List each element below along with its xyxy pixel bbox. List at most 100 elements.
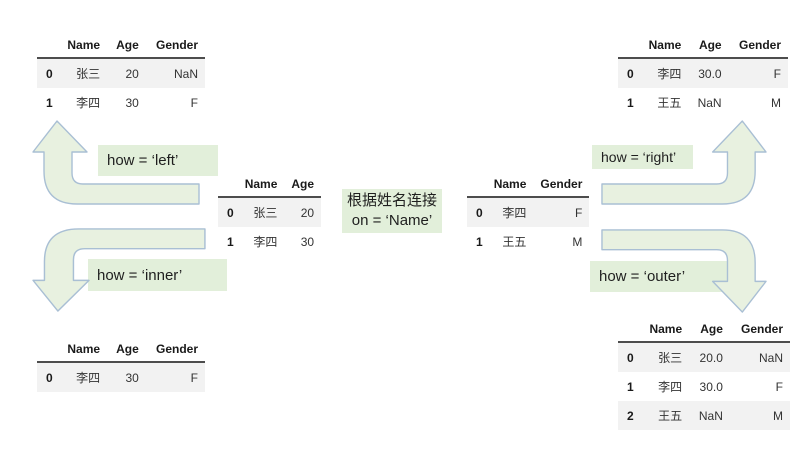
cell: M (572, 234, 583, 249)
index-corner (618, 33, 639, 59)
cell: 20 (300, 205, 315, 220)
index-corner (37, 33, 58, 59)
cell: 30 (125, 95, 139, 110)
cell: NaN (698, 408, 723, 423)
cell: 李四 (253, 235, 278, 249)
row-index: 0 (46, 370, 53, 385)
table-row: 0 张三 20 NaN (37, 58, 205, 88)
arrow-up-left-icon (32, 120, 200, 205)
table-row: 0 张三 20.0 NaN (618, 342, 790, 372)
cell: 张三 (658, 351, 683, 365)
cell: 李四 (76, 96, 101, 110)
cell: NaN (697, 95, 722, 110)
row-index: 0 (627, 350, 634, 365)
column-header: Gender (728, 33, 788, 59)
row-index: 1 (46, 95, 53, 110)
column-header: Name (57, 33, 108, 59)
row-index: 0 (476, 205, 483, 220)
cell: M (771, 95, 781, 110)
cell: 张三 (76, 67, 101, 81)
cell: 20 (125, 66, 139, 81)
column-header: Age (284, 172, 322, 198)
cell: NaN (173, 66, 198, 81)
column-header: Gender (145, 337, 205, 363)
cell: 30 (125, 370, 139, 385)
table-row: 1 李四 30 F (37, 88, 205, 117)
column-header: Gender (729, 317, 790, 343)
cell: 30.0 (698, 66, 722, 81)
table-row: 0 张三 20 (218, 197, 322, 227)
merge-key-note-line1: 根据姓名连接 (346, 192, 437, 209)
cell: 20.0 (699, 350, 723, 365)
cell: F (575, 205, 583, 220)
cell: F (775, 379, 783, 394)
cell: F (190, 95, 198, 110)
cell: 王五 (658, 409, 683, 423)
column-header: Age (107, 33, 146, 59)
cell: 李四 (76, 371, 101, 385)
column-header: Age (688, 33, 729, 59)
row-index: 0 (227, 205, 234, 220)
column-header: Name (57, 337, 108, 363)
table-row: 0 李四 30 F (37, 362, 205, 392)
arrow-down-left-icon (32, 228, 206, 312)
table-row: 0 李四 F (467, 197, 590, 227)
row-index: 1 (627, 95, 634, 110)
table-row: 1 王五 NaN M (618, 88, 788, 117)
arrow-up-right-icon (601, 120, 767, 205)
merge-key-note-line2: on = ‘Name’ (351, 212, 433, 229)
row-index: 1 (476, 234, 483, 249)
label-how-left: how = ‘left’ (98, 145, 218, 176)
index-corner (37, 337, 58, 363)
column-header: Age (107, 337, 146, 363)
row-index: 2 (627, 408, 634, 423)
column-header: Name (639, 317, 690, 343)
table-row: 1 李四 30.0 F (618, 372, 790, 401)
column-header: Age (689, 317, 730, 343)
cell: 张三 (253, 206, 278, 220)
column-header: Name (486, 172, 534, 198)
row-index: 0 (46, 66, 53, 81)
cell: 李四 (502, 206, 527, 220)
row-index: 1 (227, 234, 234, 249)
cell: 30 (300, 234, 315, 249)
column-header: Name (638, 33, 689, 59)
cell: NaN (758, 350, 783, 365)
index-corner (618, 317, 640, 343)
cell: F (773, 66, 781, 81)
index-corner (218, 172, 238, 198)
merge-key-note: 根据姓名连接 on = ‘Name’ (342, 189, 442, 233)
arrow-down-right-icon (601, 229, 767, 313)
table-row: 1 李四 30 (218, 227, 321, 256)
cell: 李四 (658, 380, 683, 394)
column-header: Name (237, 172, 285, 198)
row-index: 1 (627, 379, 634, 394)
column-header: Gender (145, 33, 205, 59)
cell: M (773, 408, 783, 423)
cell: 30.0 (699, 379, 723, 394)
cell: 王五 (657, 96, 682, 110)
cell: F (190, 370, 198, 385)
column-header: Gender (533, 172, 590, 198)
index-corner (467, 172, 487, 198)
